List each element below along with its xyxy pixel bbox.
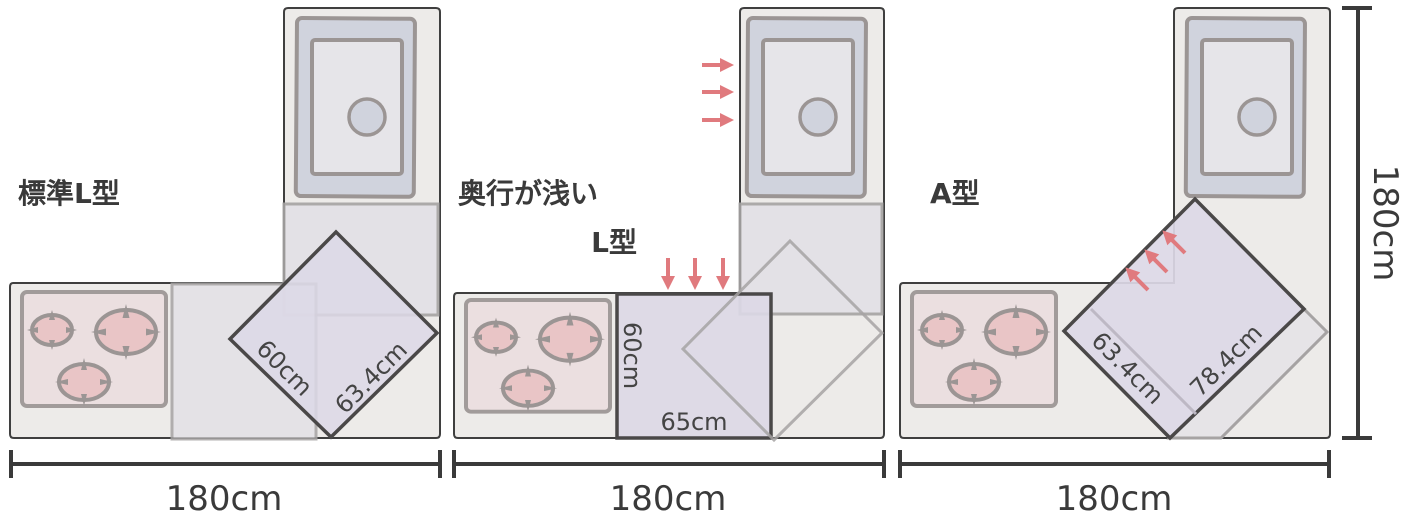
ghost-inner-line <box>1089 307 1198 416</box>
width-dimension-label: 180cm <box>610 479 727 518</box>
ghost-diamond <box>680 238 885 443</box>
panel-title: A型 <box>930 177 980 210</box>
arrow-icons-right <box>700 56 736 129</box>
sink-icon <box>293 16 417 199</box>
stove-icon <box>464 298 612 414</box>
measurement-65cm: 65cm <box>660 408 727 436</box>
sink-icon <box>744 16 868 199</box>
panel-title-line-2: L型 <box>591 226 637 259</box>
panel-title: 標準L型 <box>18 177 120 210</box>
width-dimension-label: 180cm <box>1056 479 1173 518</box>
panel-standard-l: 60cm 63.4cm 標準L型 180cm <box>9 7 442 518</box>
measurement-60cm: 60cm <box>618 322 646 389</box>
width-dimension-line <box>898 450 1331 478</box>
panel-title-line-1: 奥行が浅い <box>458 177 598 210</box>
width-dimension-line <box>452 450 886 478</box>
stove-icon <box>20 290 168 408</box>
dishwasher-rect <box>615 292 773 440</box>
height-dimension-label: 180cm <box>1365 165 1405 282</box>
panel-shallow-l: 60cm 65cm 奥行が浅い L型 180cm <box>452 7 886 518</box>
arrow-icons-down <box>659 256 732 292</box>
dishwasher-diamond <box>227 229 440 440</box>
dishwasher-diamond <box>1061 196 1307 441</box>
panel-a-type: 63.4cm 78.4cm A型 180cm 180cm <box>898 6 1405 518</box>
stove-icon <box>910 290 1058 408</box>
width-dimension-line <box>9 450 442 478</box>
height-dimension-line <box>1342 6 1372 440</box>
sink-icon <box>1183 16 1307 199</box>
width-dimension-label: 180cm <box>166 479 283 518</box>
